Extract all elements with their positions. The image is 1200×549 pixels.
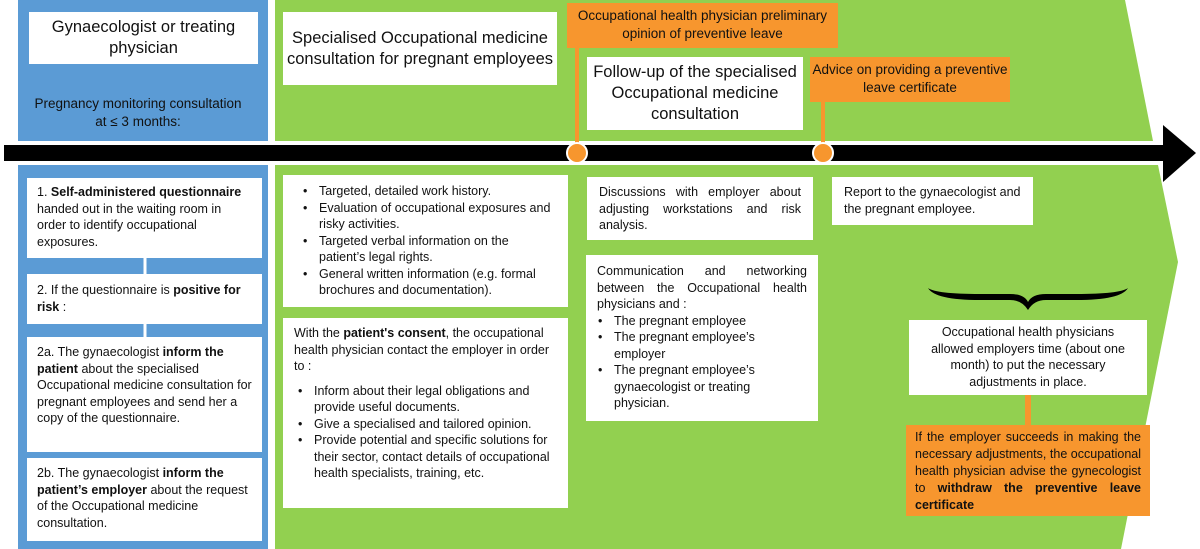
list-item: General written information (e.g. formal… <box>303 266 558 299</box>
text-bold: patient's consent <box>343 326 446 340</box>
list-item: Evaluation of occupational exposures and… <box>303 200 558 233</box>
step-bold: inform the patient <box>37 345 224 376</box>
step-2a-box: 2a. The gynaecologist inform the patient… <box>27 337 262 452</box>
text: , the occupational health physician cont… <box>294 326 550 373</box>
step-2-box: 2. If the questionnaire is positive for … <box>27 274 262 324</box>
time-allowed-box: Occupational health physicians allowed e… <box>909 320 1147 395</box>
list-item: Targeted verbal information on the patie… <box>303 233 558 266</box>
step-bold: Self-administered questionnaire <box>50 185 242 199</box>
step-num: 1. <box>37 185 51 199</box>
list-item: Give a specialised and tailored opinion. <box>298 416 558 433</box>
text: If the employer succeeds in making the n… <box>915 430 1141 495</box>
consultation-content-box: Targeted, detailed work history. Evaluat… <box>283 175 568 307</box>
milestone-preliminary-opinion: Occupational health physician preliminar… <box>567 3 838 48</box>
followup-title: Follow-up of the specialised Occupationa… <box>587 57 803 130</box>
step-1-box: 1. Self-administered questionnaire hande… <box>27 178 262 258</box>
step-text: 2. If the questionnaire is <box>37 283 174 297</box>
consent-text: With the patient's consent, the occupati… <box>294 325 558 375</box>
curly-brace-icon <box>928 288 1128 310</box>
specialised-consultation-title: Specialised Occupational medicine consul… <box>283 12 557 85</box>
step-text: : <box>59 299 67 314</box>
pregnancy-monitoring-label: Pregnancy monitoring consultation at ≤ 3… <box>34 96 242 129</box>
communication-bullets: The pregnant employee The pregnant emplo… <box>597 313 807 412</box>
list-item: Inform about their legal obligations and… <box>298 383 558 416</box>
step-text: about the request of the Occupational me… <box>37 482 248 530</box>
list-item: The pregnant employee’s gynaecologist or… <box>598 362 807 412</box>
step-2b-box: 2b. The gynaecologist inform the patient… <box>27 458 262 541</box>
report-box: Report to the gynaecologist and the preg… <box>832 177 1033 225</box>
communication-text: Communication and networking between the… <box>597 264 807 311</box>
discussions-box: Discussions with employer about adjustin… <box>587 177 813 240</box>
text-bold: withdraw the preventive leave certificat… <box>915 481 1141 512</box>
list-item: The pregnant employee’s employer <box>598 329 807 362</box>
timeline-arrow-head <box>1163 125 1196 182</box>
consent-bullets: Inform about their legal obligations and… <box>294 383 558 482</box>
text: With the <box>294 326 344 340</box>
list-item: Provide potential and specific solutions… <box>298 432 558 482</box>
step-text: handed out in the waiting room in order … <box>37 201 222 249</box>
milestone-advice-certificate: Advice on providing a preventive leave c… <box>810 57 1010 102</box>
outcome-box: If the employer succeeds in making the n… <box>906 425 1150 516</box>
step-bold: inform the patient’s employer <box>37 466 224 497</box>
employer-contact-box: With the patient's consent, the occupati… <box>283 318 568 508</box>
list-item: The pregnant employee <box>598 313 807 330</box>
step-text: 2a. The gynaecologist <box>37 345 163 359</box>
milestone-dot <box>812 142 834 164</box>
step-text: about the specialised Occupational medic… <box>37 361 252 426</box>
step-text: 2b. The gynaecologist <box>37 466 163 480</box>
list-item: Targeted, detailed work history. <box>303 183 558 200</box>
milestone-dot <box>566 142 588 164</box>
consultation-bullets: Targeted, detailed work history. Evaluat… <box>299 183 558 299</box>
communication-box: Communication and networking between the… <box>586 255 818 421</box>
step-bold: positive for risk <box>37 283 241 314</box>
gynaecologist-title: Gynaecologist or treating physician <box>29 12 258 64</box>
